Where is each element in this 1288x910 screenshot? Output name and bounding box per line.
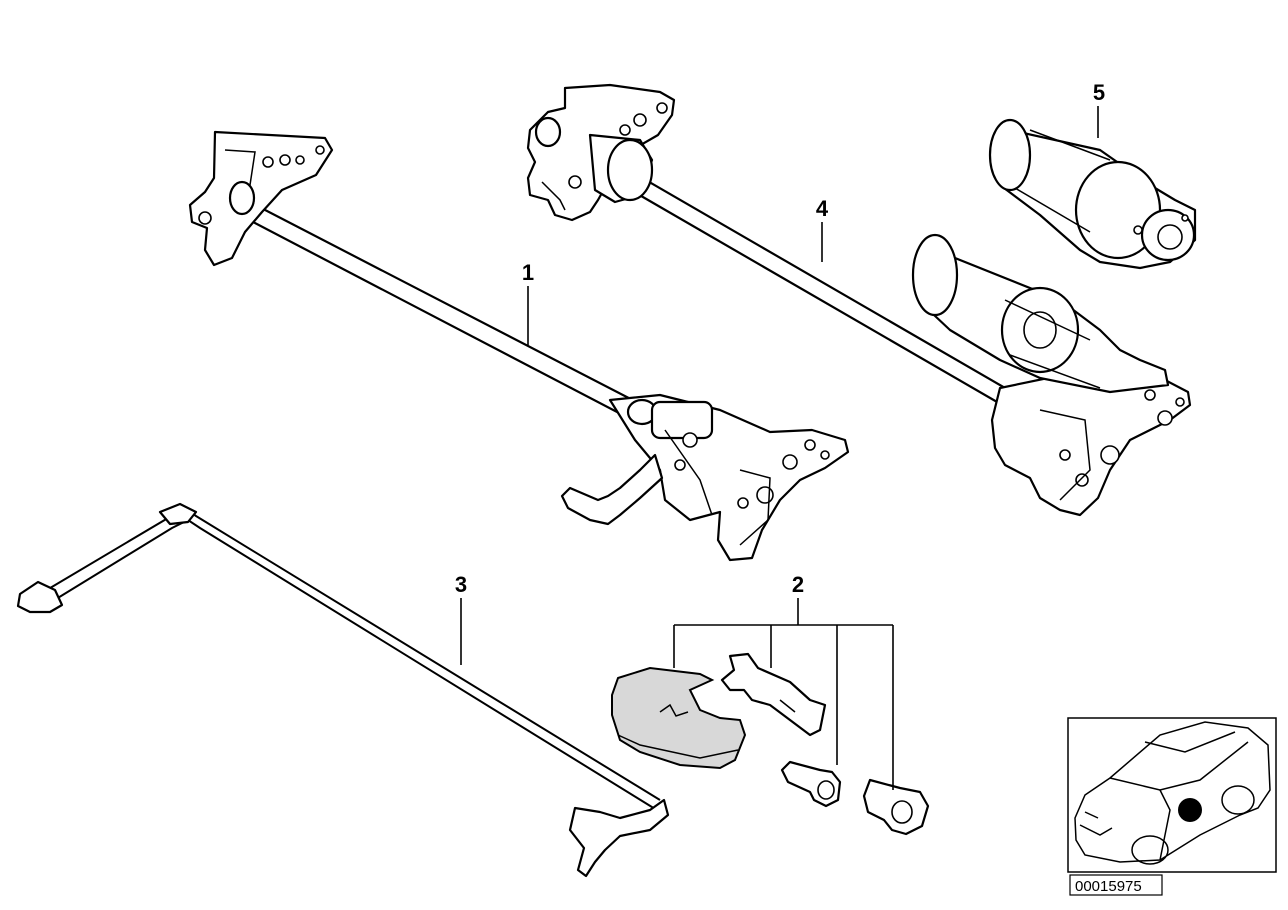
part-1-adjustment-shaft[interactable]	[188, 130, 850, 562]
callout-3: 3	[455, 572, 467, 597]
leader-lines	[460, 106, 1099, 790]
diagram-code-box: 00015975	[1069, 874, 1163, 896]
car-position-icon	[1074, 721, 1271, 865]
diagram-code: 00015975	[1075, 878, 1142, 895]
bracket-hole	[198, 211, 212, 225]
part-3-connecting-rod[interactable]	[16, 502, 670, 878]
callout-2: 2	[792, 572, 804, 597]
part-2-cover-kit[interactable]	[611, 652, 930, 836]
car-locator	[1067, 717, 1277, 873]
callout-4: 4	[816, 196, 829, 221]
cover-cap	[611, 666, 747, 770]
callout-1: 1	[522, 260, 534, 285]
spring-clip	[720, 652, 827, 737]
part-4-shaft-with-motor[interactable]	[526, 83, 1192, 517]
position-marker-icon	[1178, 798, 1202, 822]
callout-5: 5	[1093, 80, 1105, 105]
part-5-motor[interactable]	[988, 118, 1197, 270]
